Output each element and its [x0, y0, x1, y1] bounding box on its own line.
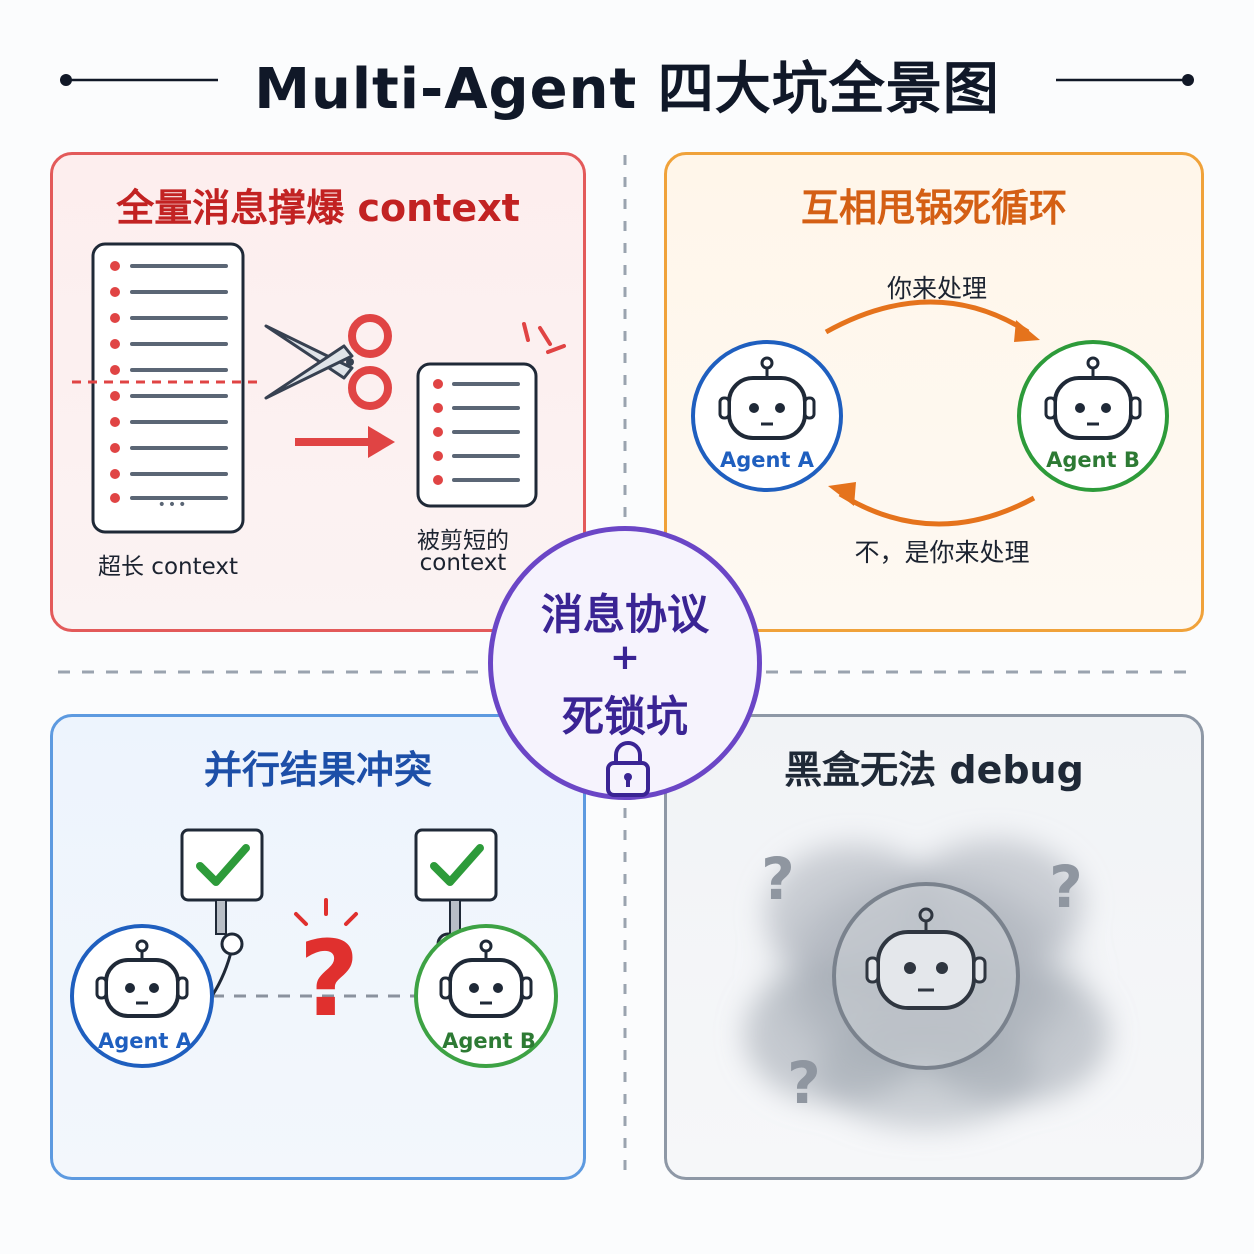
title-bar: Multi-Agent 四大坑全景图 — [0, 40, 1254, 122]
scissors-icon — [264, 314, 392, 410]
agent-b-robot-icon — [414, 924, 558, 1068]
agent-a-label: Agent A — [97, 1029, 193, 1053]
hidden-robot-icon — [832, 882, 1020, 1070]
page-title: Multi-Agent 四大坑全景图 — [254, 57, 1000, 122]
agent-b-label: Agent B — [1046, 448, 1140, 472]
arrow-a-to-b — [824, 299, 1030, 335]
parallel-conflict-illustration — [70, 828, 558, 1068]
short-context-label-2: context — [419, 550, 507, 576]
agent-b-label: Agent B — [442, 1029, 536, 1053]
agent-a-robot-icon — [691, 340, 843, 492]
message-bottom: 不，是你来处理 — [854, 538, 1030, 567]
alert-marks-icon — [522, 322, 566, 354]
panel-title-blame-loop: 互相甩锅死循环 — [800, 186, 1067, 230]
center-line-1: 消息协议 — [540, 590, 709, 639]
center-badge: 消息协议 + 死锁坑 — [488, 526, 762, 800]
panel-parallel-conflict: 并行结果冲突 — [50, 714, 586, 1180]
question-mark-1: ? — [761, 845, 795, 913]
agent-b-robot-icon — [1017, 340, 1169, 492]
short-document-icon — [416, 362, 538, 508]
long-document-icon — [91, 242, 245, 534]
center-line-2: + — [609, 637, 641, 678]
agent-a-label: Agent A — [719, 448, 815, 472]
short-context-label-1: 被剪短的 — [417, 528, 509, 554]
long-context-label: 超长 context — [98, 554, 238, 580]
agent-a-robot-icon — [70, 924, 214, 1068]
blame-loop-illustration — [691, 299, 1169, 527]
question-mark-3: ? — [787, 1049, 821, 1117]
lock-icon — [606, 741, 650, 797]
center-line-3: 死锁坑 — [561, 692, 688, 741]
arrow-b-to-a — [838, 491, 1036, 527]
context-overflow-illustration — [72, 242, 566, 534]
long-doc-ellipsis: ••• — [157, 497, 189, 513]
title-decoration — [60, 74, 1194, 86]
panel-black-box: 黑盒无法 debug — [664, 714, 1204, 1180]
panel-title-context-overflow: 全量消息撑爆 context — [116, 186, 520, 230]
panel-blame-loop: 互相甩锅死循环 — [664, 152, 1204, 632]
panel-context-overflow: 全量消息撑爆 context — [50, 152, 586, 632]
panel-title-black-box: 黑盒无法 debug — [784, 748, 1084, 792]
fog-cloud — [744, 839, 1109, 1129]
conflict-question-mark: ? — [298, 918, 360, 1040]
panel-title-parallel-conflict: 并行结果冲突 — [203, 748, 432, 792]
question-mark-2: ? — [1049, 853, 1083, 921]
black-box-illustration — [744, 839, 1109, 1129]
conflict-alert-icon — [294, 898, 358, 926]
check-sign-a-icon — [180, 828, 264, 997]
message-top: 你来处理 — [886, 274, 987, 303]
arrow-right-icon — [295, 426, 395, 458]
